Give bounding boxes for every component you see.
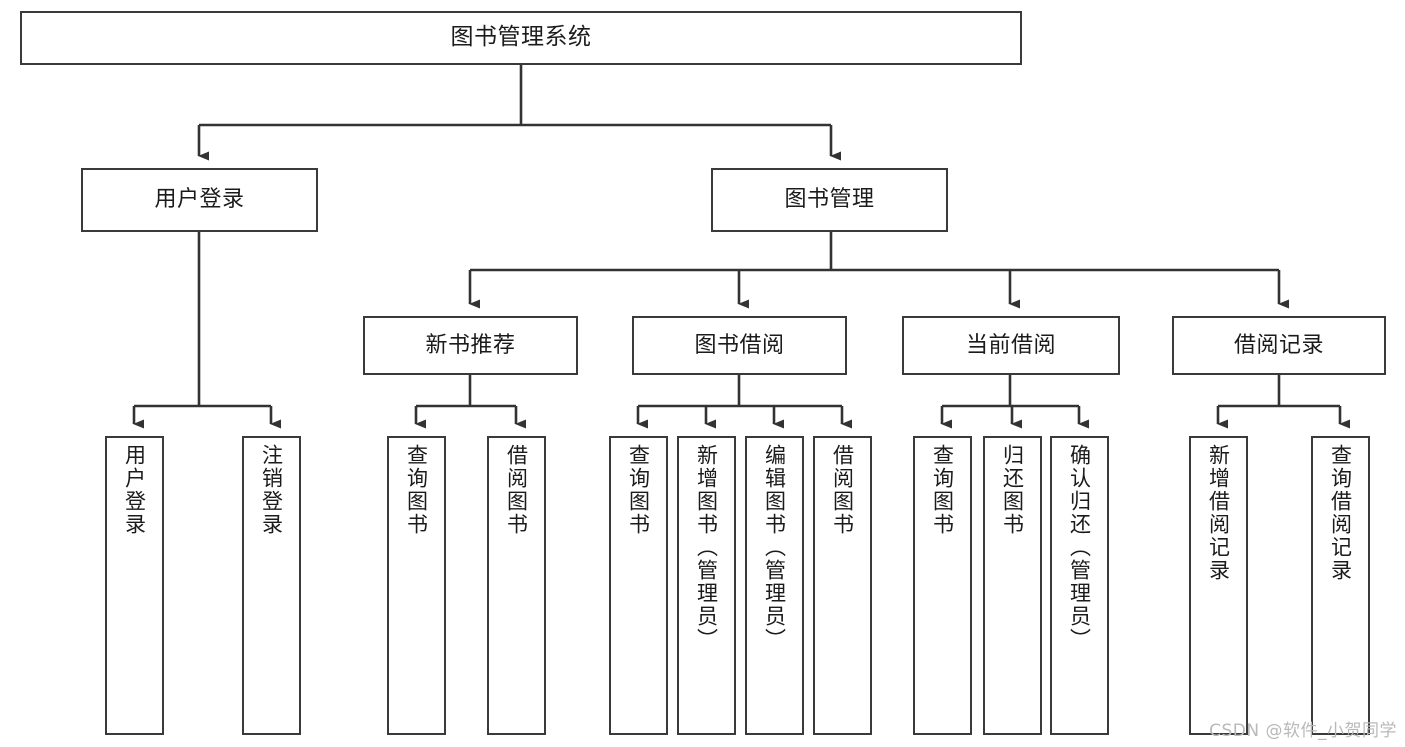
node-leaf-user-login-label: 用户登录 xyxy=(122,444,147,536)
node-leaf-add-borrow-record-label: 新增借阅记录 xyxy=(1206,444,1231,582)
node-leaf-add-book-admin[interactable]: 新增图书（管理员） xyxy=(677,436,736,735)
node-user-login[interactable]: 用户登录 xyxy=(81,168,318,232)
node-leaf-confirm-return-admin[interactable]: 确认归还（管理员） xyxy=(1050,436,1109,735)
watermark: CSDN @软件_小贺同学 xyxy=(1209,721,1397,741)
node-user-login-label: 用户登录 xyxy=(154,187,245,213)
node-leaf-user-login[interactable]: 用户登录 xyxy=(105,436,164,735)
node-root[interactable]: 图书管理系统 xyxy=(20,11,1022,65)
node-book-borrow-label: 图书借阅 xyxy=(694,332,785,358)
node-leaf-edit-book-admin-label: 编辑图书（管理员） xyxy=(762,444,787,651)
node-current-borrow-label: 当前借阅 xyxy=(965,332,1056,358)
node-new-book-recommend[interactable]: 新书推荐 xyxy=(363,316,578,375)
node-leaf-return-book-label: 归还图书 xyxy=(1000,444,1025,536)
node-leaf-query-book-3-label: 查询图书 xyxy=(930,444,955,536)
node-leaf-borrow-book-2-label: 借阅图书 xyxy=(830,444,855,536)
node-leaf-query-borrow-record[interactable]: 查询借阅记录 xyxy=(1311,436,1370,735)
node-leaf-query-book-1[interactable]: 查询图书 xyxy=(387,436,446,735)
node-book-management[interactable]: 图书管理 xyxy=(711,168,948,232)
node-leaf-logout-login[interactable]: 注销登录 xyxy=(242,436,301,735)
node-leaf-query-book-2-label: 查询图书 xyxy=(626,444,651,536)
node-leaf-edit-book-admin[interactable]: 编辑图书（管理员） xyxy=(745,436,804,735)
node-root-label: 图书管理系统 xyxy=(450,24,592,51)
node-leaf-query-book-1-label: 查询图书 xyxy=(404,444,429,536)
node-leaf-query-borrow-record-label: 查询借阅记录 xyxy=(1328,444,1353,582)
node-current-borrow[interactable]: 当前借阅 xyxy=(902,316,1120,375)
node-leaf-query-book-2[interactable]: 查询图书 xyxy=(609,436,668,735)
node-leaf-return-book[interactable]: 归还图书 xyxy=(983,436,1042,735)
node-leaf-confirm-return-admin-label: 确认归还（管理员） xyxy=(1067,444,1092,651)
node-borrow-record[interactable]: 借阅记录 xyxy=(1172,316,1386,375)
node-leaf-borrow-book-1-label: 借阅图书 xyxy=(504,444,529,536)
node-book-management-label: 图书管理 xyxy=(784,187,875,213)
node-leaf-query-book-3[interactable]: 查询图书 xyxy=(913,436,972,735)
node-borrow-record-label: 借阅记录 xyxy=(1233,332,1324,358)
node-leaf-logout-login-label: 注销登录 xyxy=(259,444,284,536)
node-new-book-recommend-label: 新书推荐 xyxy=(425,332,516,358)
node-leaf-add-book-admin-label: 新增图书（管理员） xyxy=(694,444,719,651)
node-leaf-add-borrow-record[interactable]: 新增借阅记录 xyxy=(1189,436,1248,735)
node-leaf-borrow-book-2[interactable]: 借阅图书 xyxy=(813,436,872,735)
node-book-borrow[interactable]: 图书借阅 xyxy=(632,316,847,375)
node-leaf-borrow-book-1[interactable]: 借阅图书 xyxy=(487,436,546,735)
